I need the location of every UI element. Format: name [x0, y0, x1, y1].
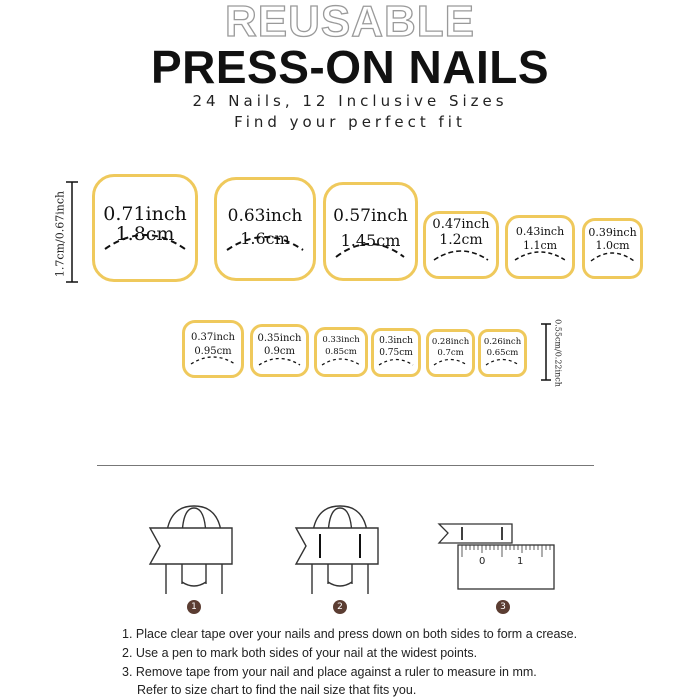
length-bracket-large — [66, 181, 78, 283]
nail-cm-label: 1.6cm — [240, 229, 290, 248]
crease-line — [433, 250, 489, 261]
step-number-1: 1 — [187, 600, 201, 614]
nail-size-7: 0.37inch 0.95cm — [182, 320, 244, 378]
crease-line — [485, 358, 520, 366]
reusable-heading: REUSABLE — [224, 0, 476, 46]
nail-cm-label: 1.8cm — [115, 223, 175, 245]
nail-size-8: 0.35inch 0.9cm — [250, 324, 309, 377]
step1-tape-over-nail-illustration — [148, 505, 233, 594]
nail-size-10: 0.3inch 0.75cm — [371, 328, 421, 377]
nail-cm-label: 0.75cm — [379, 348, 413, 358]
step-number-3: 3 — [496, 600, 510, 614]
crease-line — [433, 358, 468, 366]
nail-cm-label: 0.7cm — [437, 348, 464, 358]
nail-cm-label: 0.85cm — [325, 347, 357, 357]
nail-cm-label: 1.1cm — [522, 239, 558, 252]
subtitle-sizes: 24 Nails, 12 Inclusive Sizes — [192, 92, 508, 110]
step-number-2: 2 — [333, 600, 347, 614]
nail-size-1: 0.71inch 1.8cm — [92, 174, 198, 282]
nail-size-2: 0.63inch 1.6cm — [214, 177, 316, 281]
nail-inch-label: 0.35inch — [257, 333, 302, 344]
crease-line — [104, 234, 186, 250]
crease-line — [226, 236, 304, 251]
length-label-small: 0.55cm/0.22inch — [553, 319, 563, 387]
nail-inch-label: 0.63inch — [227, 206, 303, 226]
instruction-1: 1. Place clear tape over your nails and … — [122, 627, 578, 641]
step2-mark-sides-illustration — [294, 505, 379, 594]
nail-size-6: 0.39inch 1.0cm — [582, 218, 643, 279]
nail-inch-label: 0.33inch — [322, 335, 360, 345]
crease-line — [590, 252, 635, 262]
nail-size-5: 0.43inch 1.1cm — [505, 215, 575, 279]
nail-size-12: 0.26inch 0.65cm — [478, 329, 527, 377]
nail-inch-label: 0.26inch — [483, 337, 522, 347]
page-title: PRESS-ON NAILS — [150, 41, 550, 93]
nail-inch-label: 0.57inch — [333, 206, 408, 226]
nail-inch-label: 0.47inch — [432, 217, 490, 232]
crease-line — [190, 356, 236, 365]
nail-inch-label: 0.71inch — [103, 203, 187, 225]
instruction-note: Refer to size chart to find the nail siz… — [137, 683, 417, 697]
instruction-3: 3. Remove tape from your nail and place … — [122, 665, 537, 679]
nail-inch-label: 0.28inch — [431, 337, 470, 347]
length-label-large: 1.7cm/0.67inch — [53, 190, 67, 278]
nail-inch-label: 0.37inch — [191, 332, 235, 343]
nail-cm-label: 0.9cm — [264, 346, 295, 357]
nail-inch-label: 0.43inch — [515, 225, 565, 238]
step3-ruler-illustration — [437, 523, 555, 590]
nail-inch-label: 0.39inch — [588, 226, 637, 239]
section-divider — [97, 465, 594, 466]
length-bracket-small — [541, 323, 551, 381]
crease-line — [321, 358, 361, 366]
nail-size-11: 0.28inch 0.7cm — [426, 329, 475, 377]
crease-line — [378, 358, 414, 366]
nail-cm-label: 0.65cm — [486, 348, 519, 358]
nail-cm-label: 1.45cm — [340, 231, 401, 250]
nail-size-4: 0.47inch 1.2cm — [423, 211, 499, 279]
ruler-label-0: 0 — [479, 556, 486, 567]
nail-cm-label: 1.0cm — [595, 239, 630, 252]
nail-size-9: 0.33inch 0.85cm — [314, 327, 368, 377]
nail-cm-label: 0.95cm — [194, 346, 232, 357]
nail-inch-label: 0.3inch — [379, 336, 413, 346]
instruction-2: 2. Use a pen to mark both sides of your … — [122, 646, 478, 660]
nail-size-3: 0.57inch 1.45cm — [323, 182, 418, 281]
subtitle-fit: Find your perfect fit — [234, 113, 466, 131]
nail-cm-label: 1.2cm — [439, 232, 483, 248]
ruler-label-1: 1 — [517, 556, 524, 567]
